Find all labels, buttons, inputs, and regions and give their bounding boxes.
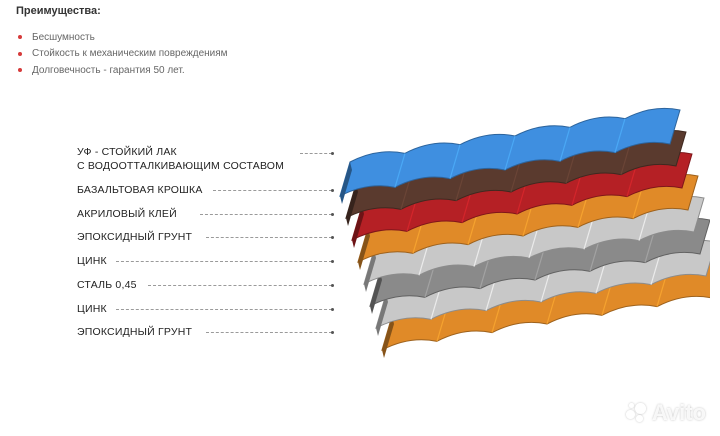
layer-labels: УФ - СТОЙКИЙ ЛАК С ВОДООТТАЛКИВАЮЩИМ СОС…	[0, 0, 340, 436]
watermark-text: Avito	[651, 400, 706, 425]
bullet-icon	[18, 68, 22, 72]
leader-line	[200, 214, 332, 215]
benefit-text: Долговечность - гарантия 50 лет.	[32, 64, 185, 76]
bullet-icon	[18, 35, 22, 39]
leader-dot	[331, 331, 334, 334]
leader-line	[116, 261, 332, 262]
layer-label-line: С ВОДООТТАЛКИВАЮЩИМ СОСТАВОМ	[77, 160, 285, 172]
avito-logo-icon	[625, 402, 648, 424]
benefit-item: Стойкость к механическим повреждениям	[18, 46, 228, 62]
leader-line	[206, 332, 332, 333]
avito-watermark: Avito	[625, 400, 706, 426]
benefit-text: Бесшумность	[32, 31, 95, 43]
leader-dot	[331, 213, 334, 216]
page-title: Преимущества:	[16, 5, 101, 17]
leader-dot	[331, 284, 334, 287]
leader-line	[116, 309, 332, 310]
leader-dot	[331, 260, 334, 263]
layer-label-line: УФ - СТОЙКИЙ ЛАК	[77, 146, 177, 158]
benefits-list: Бесшумность Стойкость к механическим пов…	[18, 29, 228, 79]
leader-dot	[331, 236, 334, 239]
leader-line	[213, 190, 332, 191]
leader-dot	[331, 308, 334, 311]
roof-layer	[339, 107, 681, 204]
leader-dot	[331, 152, 334, 155]
benefit-text: Стойкость к механическим повреждениям	[32, 48, 228, 59]
benefit-item: Долговечность - гарантия 50 лет.	[18, 62, 228, 78]
leader-line	[148, 285, 332, 286]
leader-line	[300, 153, 332, 154]
roof-tile-layers-illustration	[339, 107, 710, 358]
bullet-icon	[18, 51, 22, 56]
leader-dot	[331, 189, 334, 192]
leader-line	[206, 237, 332, 238]
benefit-item: Бесшумность	[18, 29, 228, 45]
layer-label-uv-lacquer: УФ - СТОЙКИЙ ЛАК С ВОДООТТАЛКИВАЮЩИМ СОС…	[77, 145, 284, 173]
